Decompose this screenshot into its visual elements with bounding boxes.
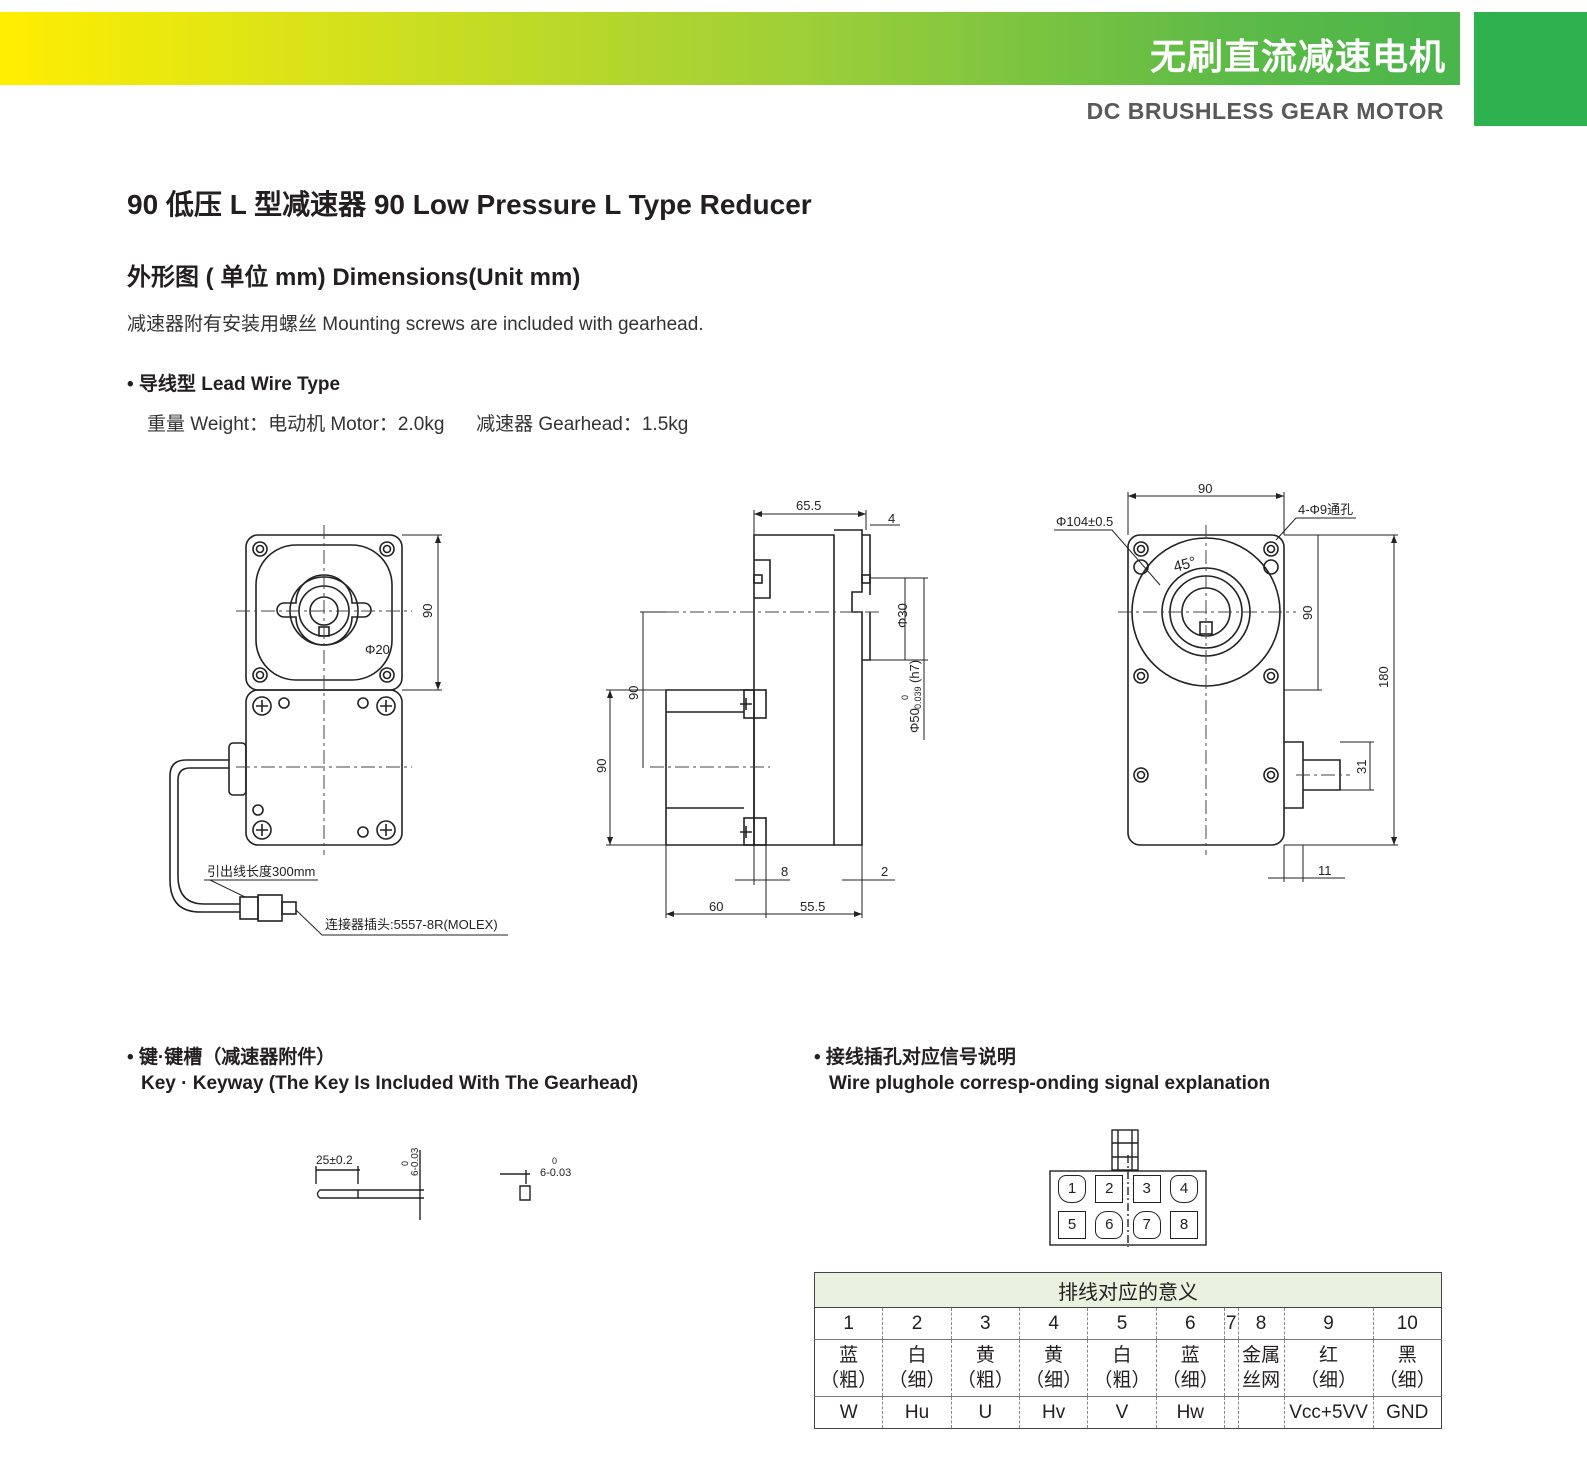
wire-color: 金属丝网 — [1237, 1339, 1285, 1397]
signal-table-title: 排线对应的意义 — [814, 1272, 1442, 1308]
pin-number: 1 — [813, 1307, 884, 1340]
connector-drawing — [1049, 1129, 1207, 1247]
signal-name — [1237, 1396, 1285, 1429]
wire-color: 红（细） — [1283, 1339, 1374, 1397]
header-title-en: DC BRUSHLESS GEAR MOTOR — [1086, 98, 1444, 124]
signal-name: W — [813, 1396, 884, 1429]
pin-7: 7 — [1132, 1211, 1161, 1239]
wire-heading-cn: • 接线插孔对应信号说明 — [814, 1047, 1016, 1068]
side-dim-phi50: Φ50 — [907, 708, 922, 733]
connector-pins: 1 2 3 4 5 6 7 8 — [1058, 1175, 1198, 1243]
wire-color: 黄（细） — [1018, 1339, 1089, 1397]
key-tol-zero: 0 — [400, 1161, 410, 1166]
end-dim-180: 180 — [1376, 666, 1391, 688]
end-dim-phi104: Φ104±0.5 — [1056, 514, 1113, 529]
side-tol-zero: 0 — [900, 695, 910, 700]
side-dim-4: 4 — [888, 511, 895, 526]
side-tol-neg: -0.039 — [913, 686, 923, 712]
wire-color: 白（粗） — [1087, 1339, 1157, 1397]
wire-heading-en: Wire plughole corresp-onding signal expl… — [829, 1073, 1271, 1094]
side-dim-8: 8 — [781, 864, 788, 879]
side-dim-65-5: 65.5 — [796, 498, 821, 513]
pin-2: 2 — [1095, 1175, 1124, 1203]
dimension-drawings: 90 Φ20 引出线长度300mm 连接器插头:5557-8R(MOLEX) 6… — [169, 481, 1398, 936]
side-dim-55-5: 55.5 — [800, 899, 825, 914]
key-heading-cn: • 键·键槽（减速器附件） — [127, 1047, 336, 1068]
mounting-note: 减速器附有安装用螺丝 Mounting screws are included … — [127, 314, 704, 335]
front-dim-phi20: Φ20 — [365, 642, 390, 657]
header-title-cn: 无刷直流减速电机 — [1149, 36, 1446, 77]
key-heading-en: Key · Keyway (The Key Is Included With T… — [141, 1073, 639, 1094]
lead-length-label: 引出线长度300mm — [207, 864, 315, 879]
pin-number: 8 — [1237, 1307, 1285, 1340]
side-dim-60: 60 — [709, 899, 723, 914]
wire-color: 蓝（细） — [1155, 1339, 1225, 1397]
wire-color — [1223, 1339, 1239, 1397]
wire-color: 黄（粗） — [950, 1339, 1020, 1397]
side-dim-2: 2 — [881, 864, 888, 879]
signal-name: Vcc+5VV — [1283, 1396, 1374, 1429]
lead-wire-heading: • 导线型 Lead Wire Type — [127, 374, 341, 395]
keyway-tol-width: 6-0.03 — [540, 1167, 571, 1179]
pin-number: 5 — [1087, 1307, 1157, 1340]
end-dim-11: 11 — [1318, 863, 1332, 878]
end-angle-label: 45° — [1172, 554, 1198, 576]
signal-name — [1223, 1396, 1239, 1429]
pin-6: 6 — [1095, 1211, 1124, 1239]
pin-4: 4 — [1169, 1175, 1198, 1203]
end-holes-label: 4-Φ9通孔 — [1298, 502, 1353, 517]
end-dim-90: 90 — [1300, 606, 1315, 620]
side-dim-90a: 90 — [626, 686, 641, 700]
side-dim-90b: 90 — [594, 759, 609, 773]
side-dim-phi30: Φ30 — [895, 603, 910, 628]
side-view — [665, 529, 871, 846]
front-dim-90: 90 — [420, 604, 435, 618]
signal-name: Hw — [1155, 1396, 1225, 1429]
page-title: 90 低压 L 型减速器 90 Low Pressure L Type Redu… — [127, 189, 812, 220]
header-banner: 无刷直流减速电机 — [0, 12, 1460, 85]
wire-color: 黑（细） — [1372, 1339, 1443, 1397]
pin-8: 8 — [1169, 1211, 1198, 1239]
signal-name: Hu — [882, 1396, 952, 1429]
signal-name: GND — [1372, 1396, 1443, 1429]
signal-name: Hv — [1018, 1396, 1089, 1429]
pin-number: 3 — [950, 1307, 1020, 1340]
pin-5: 5 — [1058, 1211, 1086, 1239]
wire-color: 白（细） — [882, 1339, 952, 1397]
pin-number: 7 — [1223, 1307, 1239, 1340]
connector-label: 连接器插头:5557-8R(MOLEX) — [325, 917, 498, 932]
end-dim-90-top: 90 — [1198, 481, 1212, 496]
header-tab — [1474, 12, 1587, 126]
pin-number: 6 — [1155, 1307, 1225, 1340]
key-tol-width: 6-0.03 — [410, 1147, 421, 1176]
pin-number: 2 — [882, 1307, 952, 1340]
pin-number: 9 — [1283, 1307, 1374, 1340]
signal-name: U — [950, 1396, 1020, 1429]
end-dim-31: 31 — [1354, 760, 1369, 774]
wire-color: 蓝（粗） — [813, 1339, 884, 1397]
signal-name: V — [1087, 1396, 1157, 1429]
weight-line: 重量 Weight：电动机 Motor：2.0kg 减速器 Gearhead：1… — [147, 414, 689, 435]
pin-1: 1 — [1058, 1175, 1086, 1203]
key-drawing: 25±0.2 0 6-0.03 0 6-0.03 — [315, 1147, 571, 1220]
pin-number: 4 — [1018, 1307, 1089, 1340]
keyway-tol-zero: 0 — [552, 1156, 557, 1166]
pin-3: 3 — [1132, 1175, 1161, 1203]
key-len-label: 25±0.2 — [316, 1153, 353, 1167]
signal-table: 排线对应的意义 1 2 3 4 5 6 7 8 9 10 蓝（粗） 白（细） 黄… — [813, 1272, 1443, 1429]
side-tol-h7: (h7) — [907, 660, 922, 683]
pin-number: 10 — [1372, 1307, 1443, 1340]
dimensions-heading: 外形图 ( 单位 mm) Dimensions(Unit mm) — [127, 264, 581, 291]
